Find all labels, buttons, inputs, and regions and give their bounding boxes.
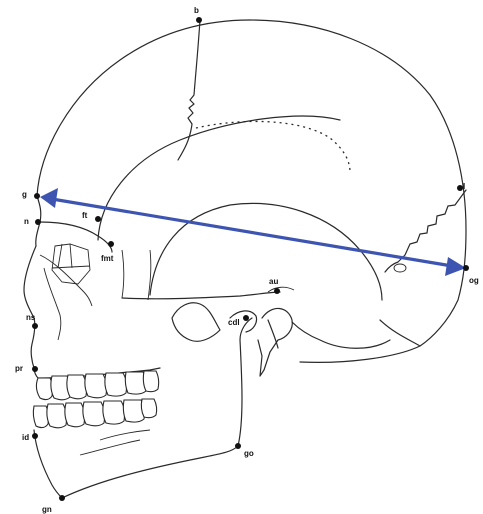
mandible-inner-line (80, 430, 150, 455)
landmark-label-cdl: cdl (228, 318, 240, 327)
external-auditory-meatus (268, 287, 294, 292)
landmark-label-go: go (244, 449, 254, 458)
lambdoid-suture (385, 190, 466, 272)
squamous-suture (150, 203, 382, 300)
cranial-vault-outline (37, 20, 466, 362)
landmark-dot-b (196, 17, 202, 23)
landmark-dot-id (32, 433, 38, 439)
sphenoid-greater-wing (122, 250, 151, 300)
landmark-dot-gn (59, 495, 65, 501)
landmark-dot-au (274, 288, 280, 294)
mastoid-process (258, 308, 292, 376)
upper-teeth (36, 371, 158, 400)
landmark-dot-ft (95, 216, 101, 222)
orbit-inner-bones (52, 244, 90, 284)
landmark-label-l: l (463, 182, 465, 191)
landmark-label-ft: ft (82, 211, 88, 220)
landmark-label-b: b (194, 6, 199, 15)
landmark-label-ns: ns (26, 313, 36, 322)
landmark-dot-cdl (243, 315, 249, 321)
lower-teeth (33, 399, 156, 428)
landmark-label-fmt: fmt (101, 254, 114, 263)
landmark-label-id: id (22, 433, 29, 442)
landmark-dot-g (34, 193, 40, 199)
styloid-process (268, 320, 278, 348)
landmark-label-pr: pr (15, 364, 23, 373)
landmark-label-g: g (22, 190, 27, 199)
cranial-base-line (292, 322, 390, 348)
landmark-label-og: og (469, 276, 479, 285)
landmark-label-n: n (24, 217, 29, 226)
landmark-dot-pr (32, 366, 38, 372)
landmark-label-gn: gn (42, 505, 52, 514)
nasal-aperture (44, 268, 61, 340)
orbit-rim (40, 222, 112, 252)
landmark-dot-go (235, 443, 241, 449)
landmark-dot-fmt (108, 241, 114, 247)
wormian-bone (394, 264, 406, 272)
nasal-profile (24, 246, 36, 368)
landmark-dot-n (35, 219, 41, 225)
measurement-arrow-left (40, 188, 58, 208)
temporal-line-dotted (196, 121, 350, 172)
landmark-dot-og (463, 265, 469, 271)
landmark-label-au: au (269, 277, 278, 286)
temporal-line (98, 116, 340, 240)
coronoid-process (172, 303, 220, 342)
zygomatic-arch (122, 292, 280, 299)
landmark-dot-ns (32, 323, 38, 329)
